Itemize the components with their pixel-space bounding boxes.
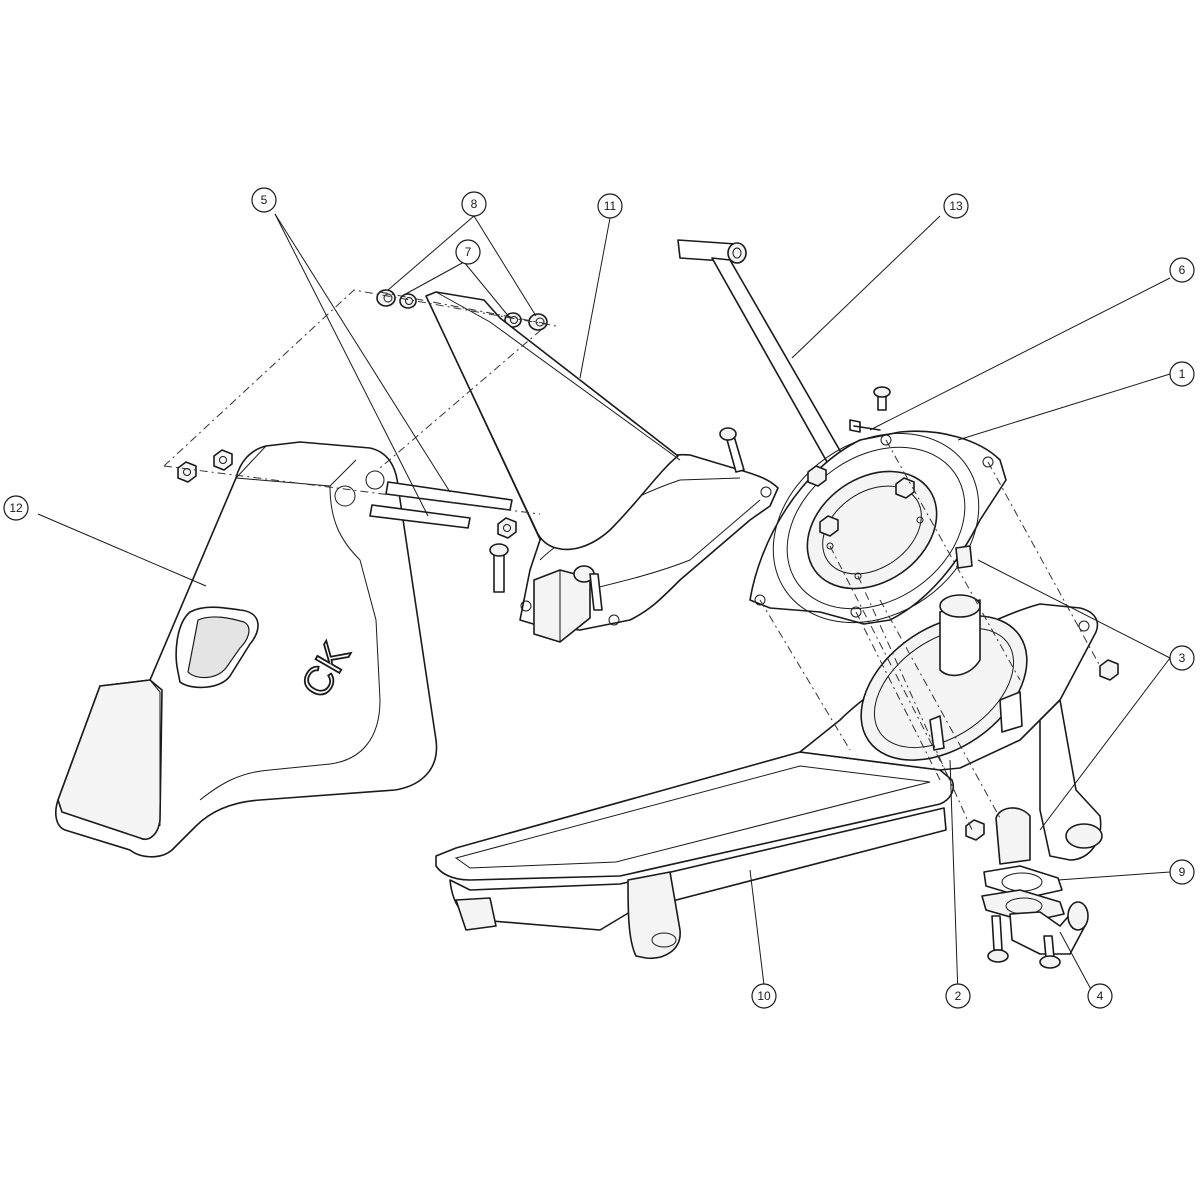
callout-12: 12 bbox=[3, 495, 29, 521]
callout-11: 11 bbox=[597, 193, 623, 219]
part-10-main-tray bbox=[435, 594, 1119, 959]
assembly-center-lines bbox=[163, 289, 1101, 831]
callout-13: 13 bbox=[943, 193, 969, 219]
part-4-outlet-elbow bbox=[987, 901, 1089, 969]
svg-text:2: 2 bbox=[955, 989, 962, 1003]
svg-text:13: 13 bbox=[949, 199, 963, 213]
svg-text:4: 4 bbox=[1097, 989, 1104, 1003]
callout-5: 5 bbox=[251, 187, 277, 213]
callout-9: 9 bbox=[1169, 859, 1195, 885]
leader-lines bbox=[37, 213, 1171, 996]
svg-text:3: 3 bbox=[1179, 651, 1186, 665]
svg-text:1: 1 bbox=[1179, 367, 1186, 381]
part-6-bracket bbox=[807, 386, 891, 487]
svg-text:8: 8 bbox=[471, 197, 478, 211]
svg-text:9: 9 bbox=[1179, 865, 1186, 879]
part-11-cone-arm bbox=[425, 291, 779, 643]
callout-6: 6 bbox=[1169, 257, 1195, 283]
svg-text:7: 7 bbox=[465, 245, 472, 259]
svg-text:5: 5 bbox=[261, 193, 268, 207]
callout-1: 1 bbox=[1169, 361, 1195, 387]
callout-4: 4 bbox=[1087, 983, 1113, 1009]
callout-7: 7 bbox=[455, 239, 481, 265]
callout-8: 8 bbox=[461, 191, 487, 217]
svg-text:12: 12 bbox=[9, 501, 23, 515]
svg-text:11: 11 bbox=[604, 199, 617, 213]
part-12-base-housing: CK bbox=[55, 441, 438, 858]
callout-10: 10 bbox=[751, 983, 777, 1009]
svg-text:10: 10 bbox=[757, 989, 771, 1003]
svg-text:6: 6 bbox=[1179, 263, 1186, 277]
callout-3: 3 bbox=[1169, 645, 1195, 671]
callout-2: 2 bbox=[945, 983, 971, 1009]
